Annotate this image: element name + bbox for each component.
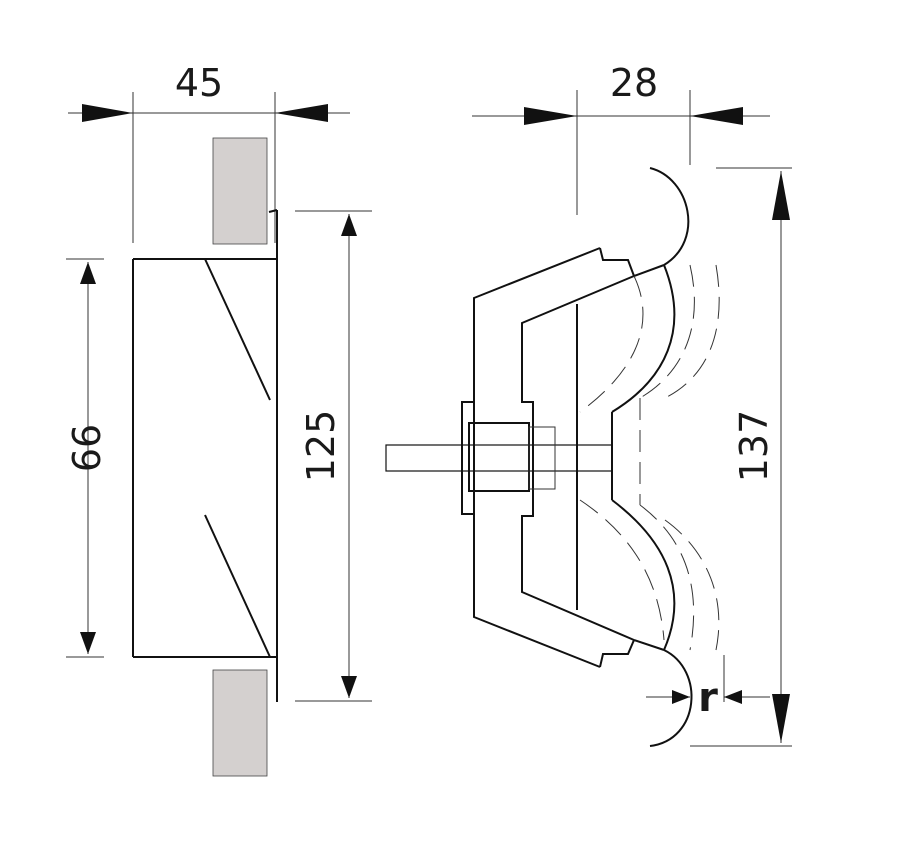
dim-front-height-inner: 99: [63, 258, 107, 658]
front-view: 45 99: [63, 61, 372, 777]
dim-label-front-height-inner: 99: [63, 424, 107, 472]
side-housing: [461, 247, 665, 668]
bottom-mounting-pad: [212, 669, 268, 777]
arrowhead: [524, 107, 577, 125]
dim-label-side-height: 137: [732, 410, 776, 483]
dim-front-height-outer: 125: [295, 210, 372, 702]
front-body: [132, 209, 278, 702]
side-view: 28: [385, 61, 792, 747]
dim-label-radius: r: [698, 675, 718, 721]
arrowhead: [82, 104, 133, 122]
top-mounting-pad: [212, 137, 268, 245]
spring-clip: [579, 167, 720, 747]
dim-label-front-width: 45: [175, 61, 223, 105]
shaft: [385, 444, 613, 472]
washer: [528, 426, 556, 490]
dim-front-width: 45: [68, 61, 350, 243]
nut: [468, 422, 530, 492]
shaft-assembly: [385, 422, 613, 492]
arrowhead: [724, 690, 742, 704]
arrowhead: [341, 214, 357, 236]
arrowhead: [341, 676, 357, 698]
dim-label-front-height-outer: 125: [299, 410, 343, 483]
arrowhead: [672, 690, 690, 704]
dim-side-width: 28: [472, 61, 770, 215]
dim-label-side-width: 28: [610, 61, 658, 105]
dim-radius: r: [646, 655, 770, 721]
dim-side-height: 137: [690, 167, 792, 747]
arrowhead: [275, 104, 328, 122]
arrowhead: [80, 262, 96, 284]
arrowhead: [80, 632, 96, 654]
arrowhead: [772, 171, 790, 220]
arrowhead: [690, 107, 743, 125]
arrowhead: [772, 694, 790, 743]
